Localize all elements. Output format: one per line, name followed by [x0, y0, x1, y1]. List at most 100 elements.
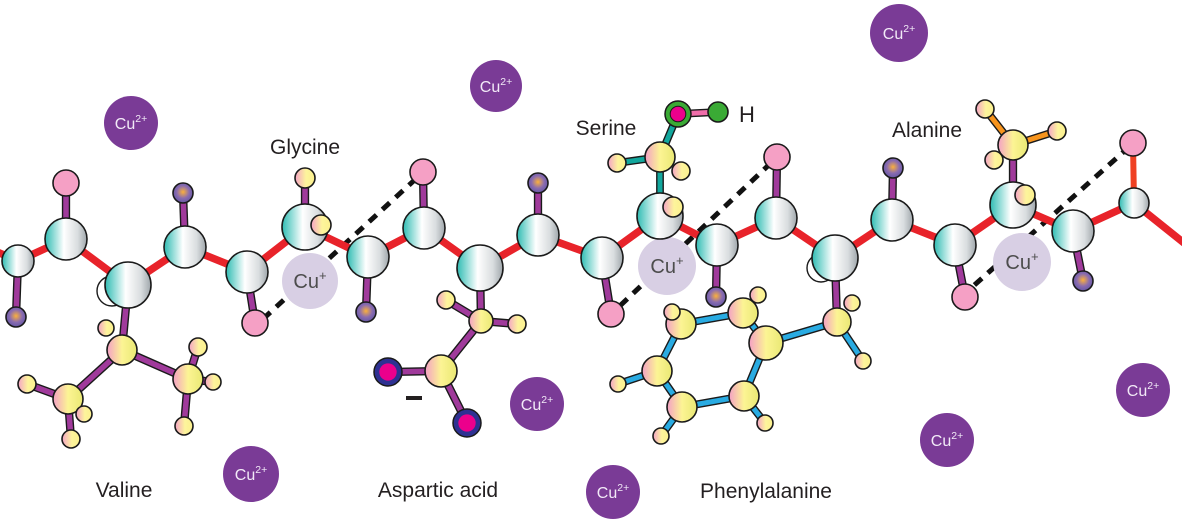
cu2-ion-circle	[586, 465, 640, 519]
hydrogen-atom	[294, 167, 316, 189]
amino-acid-label: Serine	[576, 117, 637, 140]
hydrogen-atom	[843, 294, 861, 312]
backbone-atom	[225, 250, 269, 294]
hydrogen-atom	[854, 352, 872, 370]
oxygen-atom	[951, 283, 979, 311]
hydrogen-atom	[17, 374, 37, 394]
hydroxyl-oxygen-atom-core	[669, 105, 687, 123]
cu2-ion-circle	[870, 4, 928, 62]
backbone-atom	[163, 225, 207, 269]
carbon-atom	[748, 325, 784, 361]
backbone-atom	[811, 234, 859, 282]
hydrogen-atom	[1014, 184, 1036, 206]
cu2-ion: Cu2+	[920, 413, 974, 467]
amide-hydrogen-atom	[172, 182, 194, 204]
backbone-atom	[44, 217, 88, 261]
amide-hydrogen-atom	[355, 301, 377, 323]
amide-hydrogen-atom	[527, 172, 549, 194]
cu2-ion-circle	[104, 96, 158, 150]
hydrogen-atom	[975, 99, 995, 119]
hydrogen-atom	[749, 286, 767, 304]
hydrogen-atom	[671, 161, 691, 181]
hydrogen-atom	[75, 405, 93, 423]
cu1-ion: Cu+	[638, 237, 696, 295]
backbone-atom	[402, 206, 446, 250]
hydrogen-atom	[507, 314, 527, 334]
carbon-atom	[52, 383, 84, 415]
amide-hydrogen-atom	[882, 157, 904, 179]
cu1-ion-circle	[993, 233, 1051, 291]
cu2-ion-circle	[470, 60, 522, 112]
backbone-bond	[0, 199, 1182, 289]
amino-acid-label: Valine	[96, 479, 153, 502]
amide-hydrogen-atom	[705, 286, 727, 308]
hydrogen-atom	[188, 337, 208, 357]
hydrogen-atom	[436, 290, 456, 310]
atoms-layer	[1, 99, 1150, 449]
oxygen-atom	[763, 143, 791, 171]
carbon-atom	[424, 354, 458, 388]
carbon-atom	[997, 129, 1029, 161]
cu2-ion-circle	[920, 413, 974, 467]
carbon-atom	[644, 141, 676, 173]
carbon-atom	[106, 334, 138, 366]
hydrogen-atom	[1047, 121, 1067, 141]
cu2-ion: Cu2+	[223, 446, 279, 502]
hydrogen-atom	[174, 416, 194, 436]
hydrogen-atom	[663, 303, 681, 321]
oxygen-atom	[241, 309, 269, 337]
coordination-bond	[605, 159, 775, 320]
backbone-atom	[516, 213, 560, 257]
hydrogen-atom	[607, 153, 627, 173]
minus-charge-label	[406, 396, 422, 400]
oxygen-atom	[1119, 129, 1147, 157]
hydrogen-atom	[652, 427, 670, 445]
amino-acid-label: Aspartic acid	[378, 479, 498, 502]
cu1-ion-circle	[282, 253, 338, 309]
amino-acid-label: Alanine	[892, 119, 962, 142]
cu2-ion: Cu2+	[104, 96, 158, 150]
carbon-atom	[468, 308, 494, 334]
backbone-atom	[580, 236, 624, 280]
cu2-ion-circle	[510, 377, 564, 431]
carbon-atom	[172, 363, 204, 395]
backbone-atom	[1, 244, 35, 278]
carboxylate-oxygen-atom-core	[379, 363, 397, 381]
amide-hydrogen-atom	[1072, 270, 1094, 292]
hydrogen-atom	[984, 150, 1004, 170]
hydrogen-atom	[609, 375, 627, 393]
carbon-atom	[822, 307, 852, 337]
cu2-ion: Cu2+	[1116, 363, 1170, 417]
cu2-ion: Cu2+	[510, 377, 564, 431]
hydrogen-atom	[756, 414, 774, 432]
oxygen-atom	[409, 158, 437, 186]
amino-acid-label: Glycine	[270, 136, 340, 159]
cu1-ion-circle	[638, 237, 696, 295]
backbone-atom	[104, 261, 152, 309]
backbone-atom	[695, 223, 739, 267]
carbon-atom	[727, 297, 759, 329]
cu2-ion-circle	[1116, 363, 1170, 417]
cu2-ions-layer: Cu2+Cu2+Cu2+Cu2+Cu2+Cu2+Cu2+Cu2+	[104, 4, 1170, 519]
amino-acid-label: Phenylalanine	[700, 480, 832, 503]
cu1-ions-layer: Cu+ Cu+ Cu+	[282, 233, 1051, 309]
cu1-ion: Cu+	[282, 253, 338, 309]
hydrogen-atom	[97, 319, 115, 337]
hydrogen-label: H	[739, 102, 755, 127]
carbon-atom	[728, 380, 760, 412]
oxygen-atom	[52, 169, 80, 197]
backbone-atom	[1051, 209, 1095, 253]
amide-hydrogen-atom	[5, 306, 27, 328]
cu1-ion: Cu+	[993, 233, 1051, 291]
backbone-atom	[456, 244, 504, 292]
backbone-atom	[754, 196, 798, 240]
backbone-layer	[0, 199, 1182, 289]
backbone-atom	[933, 223, 977, 267]
hydrogen-atom	[662, 196, 684, 218]
backbone-atom	[1118, 187, 1150, 219]
hydrogen-atom	[61, 429, 81, 449]
cu2-ion: Cu2+	[470, 60, 522, 112]
